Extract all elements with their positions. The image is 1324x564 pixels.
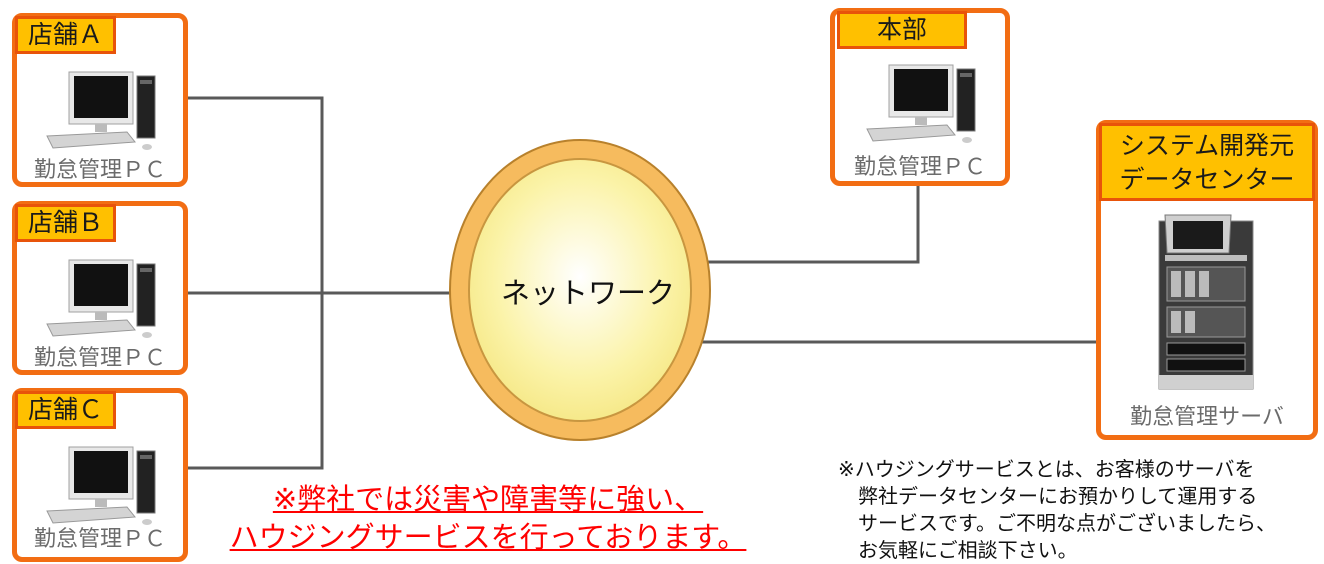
desktop-pc-icon [46, 446, 156, 525]
store-a-tag: 店舗Ａ [15, 16, 117, 54]
store-c-caption: 勤怠管理ＰＣ [33, 527, 166, 552]
datacenter-title-line1: システム開発元 [1119, 131, 1295, 160]
store-b-tag: 店舗Ｂ [15, 204, 117, 242]
line-hq [704, 186, 920, 264]
store-b-caption: 勤怠管理ＰＣ [33, 346, 166, 371]
network-label: ネットワーク [500, 276, 675, 310]
datacenter-title: システム開発元 データセンター [1099, 123, 1315, 201]
desktop-pc-icon [866, 64, 976, 143]
network-bubble [468, 158, 692, 422]
headline-line1: ※弊社では災害や障害等に強い、 [272, 482, 704, 516]
store-a-box: 店舗Ａ 勤怠管理ＰＣ [12, 13, 188, 187]
store-b-box: 店舗Ｂ 勤怠管理ＰＣ [12, 201, 188, 375]
store-a-caption: 勤怠管理ＰＣ [33, 158, 166, 183]
desktop-pc-icon [46, 259, 156, 338]
store-c-box: 店舗Ｃ 勤怠管理ＰＣ [12, 388, 188, 562]
housing-service-headline: ※弊社では災害や障害等に強い、 ハウジングサービスを行っております。 [228, 480, 748, 556]
hq-box: 本部 勤怠管理ＰＣ [830, 8, 1010, 186]
store-c-tag: 店舗Ｃ [15, 391, 117, 429]
note-line-1: ※ハウジングサービスとは、お客様のサーバを [838, 457, 1255, 481]
datacenter-title-line2: データセンター [1119, 165, 1295, 194]
note-line-2: 弊社データセンターにお預かりして運用する [858, 484, 1258, 508]
hq-caption: 勤怠管理ＰＣ [853, 155, 986, 180]
desktop-pc-icon [46, 71, 156, 150]
datacenter-box: システム開発元 データセンター 勤怠管理サーバ [1096, 120, 1318, 440]
line-store-a [176, 96, 324, 470]
note-line-4: お気軽にご相談下さい。 [858, 538, 1078, 562]
housing-service-note: ※ハウジングサービスとは、お客様のサーバを 弊社データセンターにお預かりして運用… [838, 456, 1308, 564]
headline-line2: ハウジングサービスを行っております。 [229, 520, 747, 554]
note-line-3: サービスです。ご不明な点がございましたら、 [858, 511, 1276, 535]
hq-tag: 本部 [837, 11, 967, 49]
datacenter-caption: 勤怠管理サーバ [1130, 405, 1284, 430]
server-rack-icon [1158, 214, 1254, 390]
